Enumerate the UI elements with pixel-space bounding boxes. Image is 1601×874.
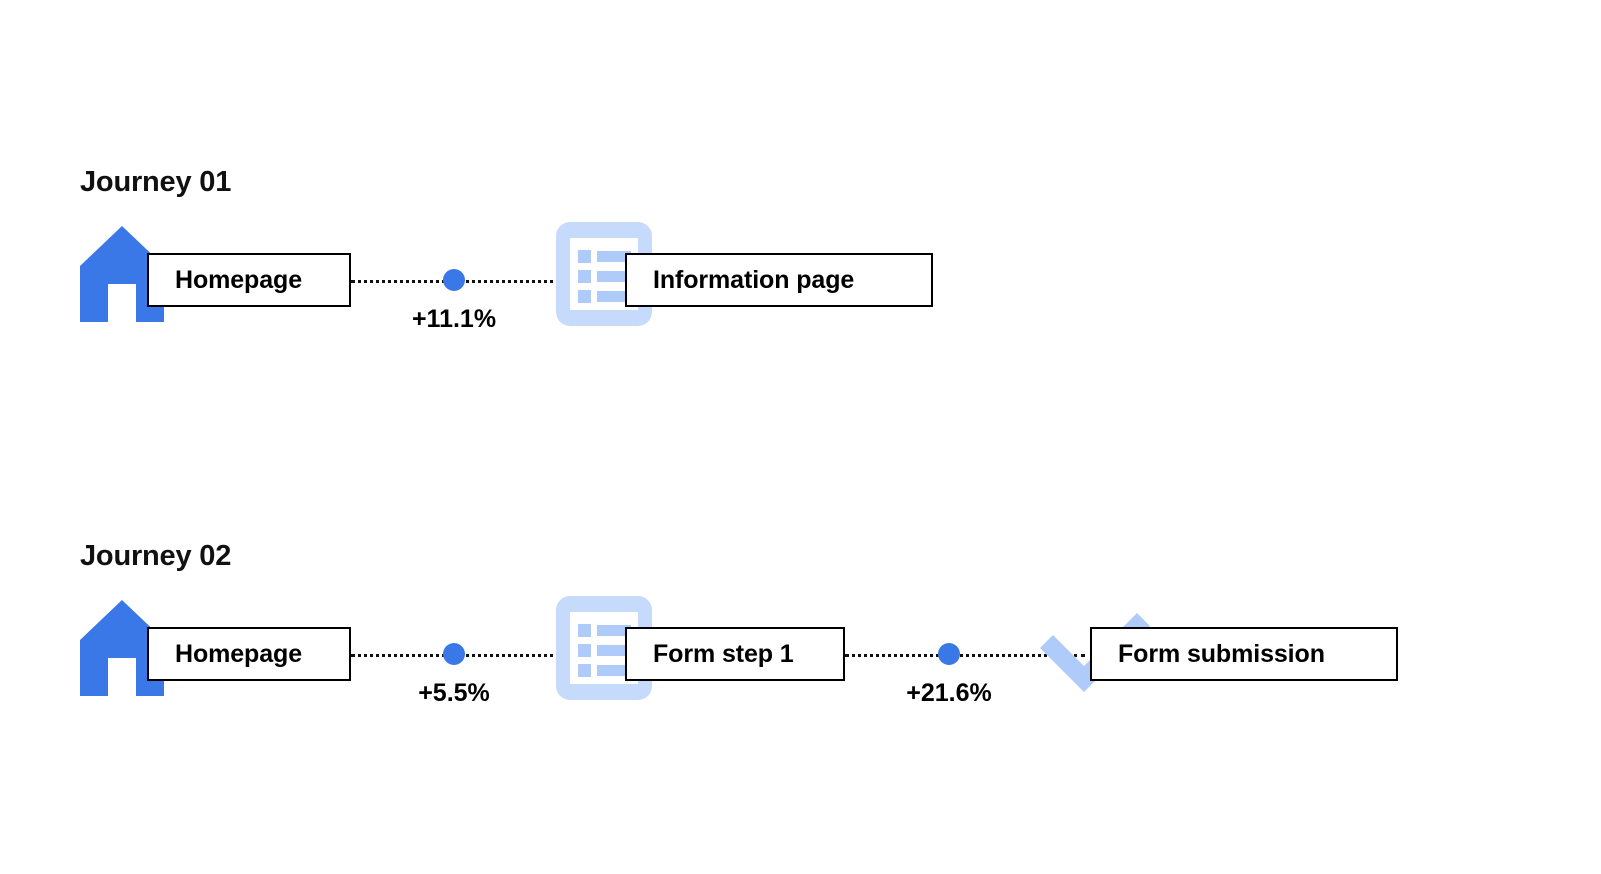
step-label: Homepage (175, 639, 303, 668)
step-box-form-step-1[interactable]: Form step 1 (625, 627, 845, 681)
step-label: Information page (653, 265, 855, 294)
transition-dot-02-1[interactable] (443, 643, 465, 665)
house-icon (80, 600, 164, 696)
step-label: Form step 1 (653, 639, 794, 668)
step-box-form-submission[interactable]: Form submission (1090, 627, 1398, 681)
transition-dot-01-1[interactable] (443, 269, 465, 291)
journey-flow-01: Homepage +11.1% Infor (0, 0, 1601, 333)
connector-line-02-2 (845, 654, 1085, 657)
step-box-homepage[interactable]: Homepage (147, 253, 351, 307)
step-box-homepage[interactable]: Homepage (147, 627, 351, 681)
journey-title-02: Journey 02 (80, 540, 232, 573)
step-label: Homepage (175, 265, 303, 294)
journey-title-01: Journey 01 (80, 166, 232, 199)
transition-percent-02-1: +5.5% (418, 679, 490, 707)
step-box-information-page[interactable]: Information page (625, 253, 933, 307)
journey-flow-02: Homepage +5.5% Form s (0, 374, 1601, 707)
transition-percent-01-1: +11.1% (411, 305, 497, 333)
transition-percent-02-2: +21.6% (906, 679, 992, 707)
transition-dot-02-2[interactable] (938, 643, 960, 665)
house-icon (80, 226, 164, 322)
step-label: Form submission (1118, 639, 1325, 668)
